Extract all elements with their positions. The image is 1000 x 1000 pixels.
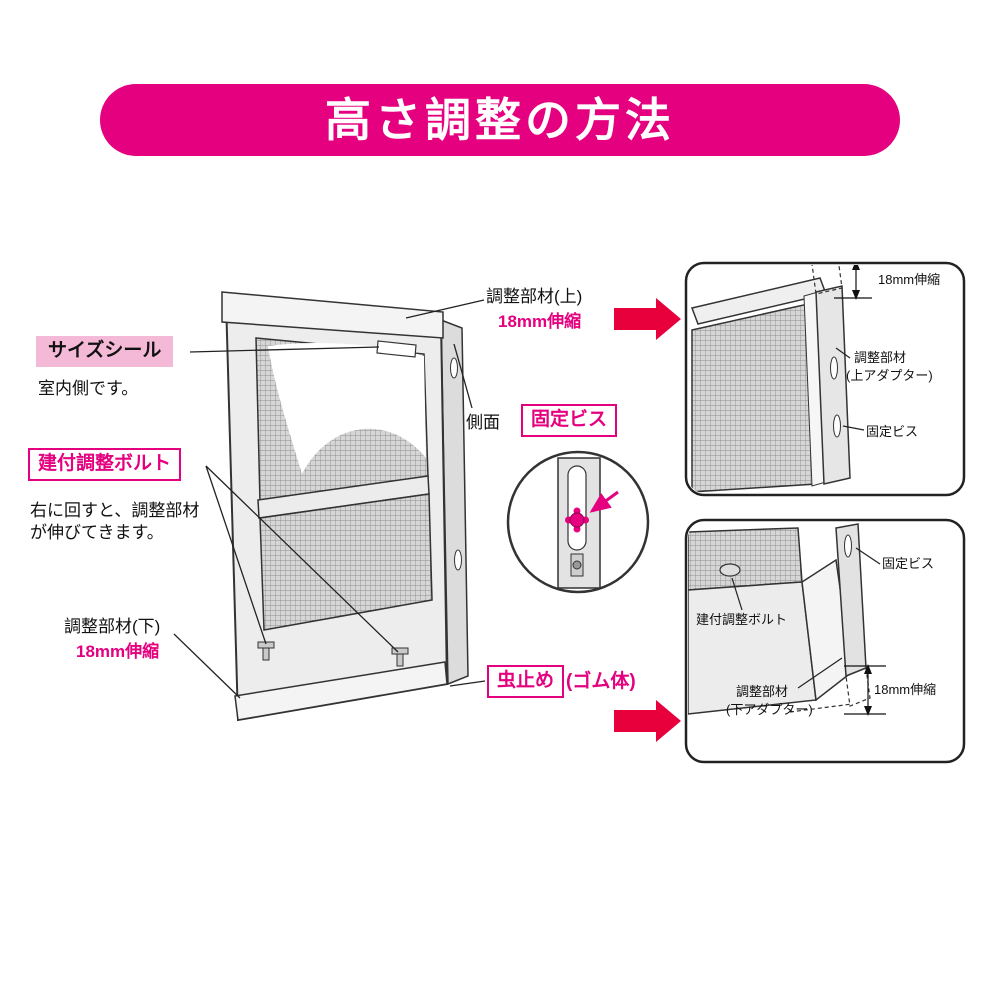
bottom-panel-bolt-label: 建付調整ボルト [696, 612, 788, 627]
arrow-top-icon [614, 298, 681, 340]
screw-pointer-arrow-icon [589, 490, 619, 513]
top-panel-member-label: 調整部材 [854, 350, 907, 365]
lower-member-label: 調整部材(下) [64, 617, 161, 636]
size-seal-sticker [376, 340, 417, 358]
size-seal-label: サイズシール [36, 336, 174, 367]
bottom-panel-member-label: 調整部材 [736, 684, 789, 699]
rubber-body-label: (ゴム体) [566, 671, 636, 692]
upper-extend-label: 18mm伸縮 [498, 312, 582, 331]
top-panel-screw-label: 固定ビス [866, 424, 919, 439]
page-title: 高さ調整の方法 [325, 94, 675, 146]
mesh-highlight [268, 343, 426, 474]
fixing-screw-label: 固定ビス [521, 404, 618, 437]
bottom-panel-adapter-label: (下アダプター) [726, 702, 813, 717]
top-detail-panel [684, 261, 966, 497]
top-panel-adapter-label: (上アダプター) [846, 368, 933, 383]
bottom-detail-panel [684, 518, 966, 764]
upper-member-label: 調整部材(上) [486, 287, 583, 306]
adjust-bolt-right-icon [391, 647, 409, 667]
side-label: 側面 [466, 413, 500, 432]
leader-lines [173, 299, 486, 699]
lower-mesh [259, 493, 433, 631]
bottom-adapter-strip [234, 661, 448, 721]
dimension-bottom [844, 665, 886, 715]
title-banner: 高さ調整の方法 [100, 84, 900, 156]
bottom-panel-extend-label: 18mm伸縮 [874, 682, 937, 697]
top-adapter-strip [221, 291, 444, 339]
fit-bolt-head-icon [719, 563, 741, 577]
top-panel-extend-label: 18mm伸縮 [878, 272, 941, 287]
arrow-bottom-icon [614, 700, 681, 742]
lower-extend-label: 18mm伸縮 [76, 642, 160, 661]
fit-bolt-note: 右に回すと、調整部材が伸びてきます。 [30, 501, 200, 543]
indoor-note: 室内側です。 [38, 379, 139, 398]
screw-detail-circle [506, 450, 650, 594]
fit-bolt-label: 建付調整ボルト [28, 448, 182, 481]
fixing-screw-icon [565, 507, 589, 533]
screen-door-drawing [221, 291, 469, 722]
bottom-panel-screw-label: 固定ビス [882, 556, 935, 571]
insect-stop-label: 虫止め [487, 665, 565, 698]
